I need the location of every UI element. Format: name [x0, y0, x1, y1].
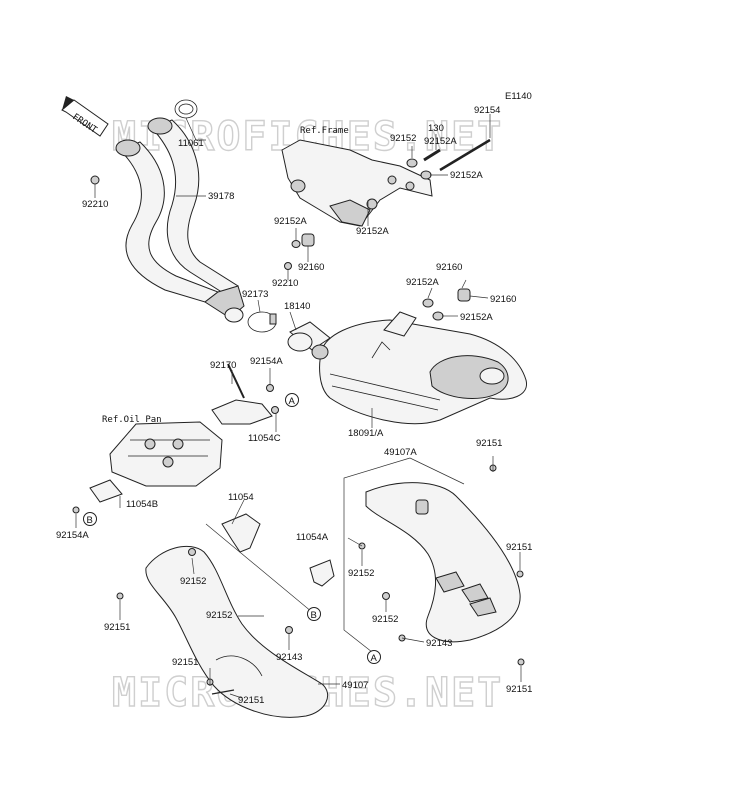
exhaust-header-pipe — [115, 117, 245, 323]
svg-text:B: B — [87, 515, 93, 526]
ref-oil-pan-label: Ref.Oil Pan — [102, 415, 162, 425]
part-number: 92160 — [490, 294, 516, 305]
part-number: 92151 — [238, 695, 264, 706]
part-number: 11061 — [178, 138, 204, 149]
part-number: 49107A — [384, 447, 417, 458]
heat-guard-left — [116, 545, 328, 718]
ref-frame-label: Ref.Frame — [300, 126, 349, 136]
part-number: 49107 — [342, 680, 368, 691]
leader-lines — [75, 114, 522, 699]
callout-b-mid: B — [307, 607, 321, 621]
part-number: 92151 — [172, 657, 198, 668]
part-number: 92152A — [450, 170, 483, 181]
callout-b-left: B — [83, 512, 97, 526]
callout-a-bottom: A — [367, 650, 381, 664]
svg-text:A: A — [289, 396, 296, 407]
part-number: 18091/A — [348, 428, 384, 439]
part-number: 39178 — [208, 191, 234, 202]
part-number: 92160 — [298, 262, 324, 273]
part-number: 92152 — [206, 610, 232, 621]
part-number: 92210 — [272, 278, 298, 289]
part-number: 92152 — [390, 133, 416, 144]
callout-a-top: A — [285, 393, 299, 407]
part-number: 92154A — [250, 356, 283, 367]
part-number: 92152 — [372, 614, 398, 625]
diagram-code: E1140 — [505, 91, 532, 102]
part-number: 92152A — [356, 226, 389, 237]
bolt-icon — [423, 148, 441, 162]
part-number: 92210 — [82, 199, 108, 210]
svg-text:A: A — [371, 653, 378, 664]
part-number: 92151 — [104, 622, 130, 633]
frame-bracket — [281, 139, 433, 227]
part-number: 92143 — [276, 652, 302, 663]
part-number: 92152A — [274, 216, 307, 227]
part-number: 92152A — [460, 312, 493, 323]
bolt-icon — [439, 138, 491, 172]
part-number: 92152 — [180, 576, 206, 587]
part-number: 92154 — [474, 105, 500, 116]
part-number-labels: 11061 39178 92210 92154 130 92152 92152A… — [56, 105, 532, 706]
part-number: 92151 — [476, 438, 502, 449]
part-number: 92160 — [436, 262, 462, 273]
part-number: 11054B — [126, 499, 158, 510]
part-number: 92173 — [242, 289, 268, 300]
front-arrow-icon: FRONT — [61, 96, 109, 137]
part-number: 92152A — [406, 277, 439, 288]
part-number: 92152 — [348, 568, 374, 579]
part-number: 11054A — [296, 532, 329, 543]
part-number: 92170 — [210, 360, 236, 371]
washer-icon — [90, 175, 100, 185]
part-number: 18140 — [284, 301, 310, 312]
washer-set — [284, 158, 471, 321]
bracket-11054 — [221, 513, 261, 553]
bracket-11054a — [309, 559, 335, 587]
part-number: 92152A — [424, 136, 457, 147]
part-number: 92151 — [506, 542, 532, 553]
muffler — [311, 311, 527, 425]
heat-guard-right — [358, 464, 525, 666]
part-number: 92143 — [426, 638, 452, 649]
part-number: 92154A — [56, 530, 89, 541]
part-number: 11054C — [248, 433, 281, 444]
part-number: 130 — [428, 123, 444, 134]
svg-text:B: B — [311, 610, 317, 621]
part-number: 92151 — [506, 684, 532, 695]
oil-pan-bracket — [72, 363, 279, 514]
clamp-part — [247, 311, 277, 333]
part-number: 11054 — [228, 492, 254, 503]
